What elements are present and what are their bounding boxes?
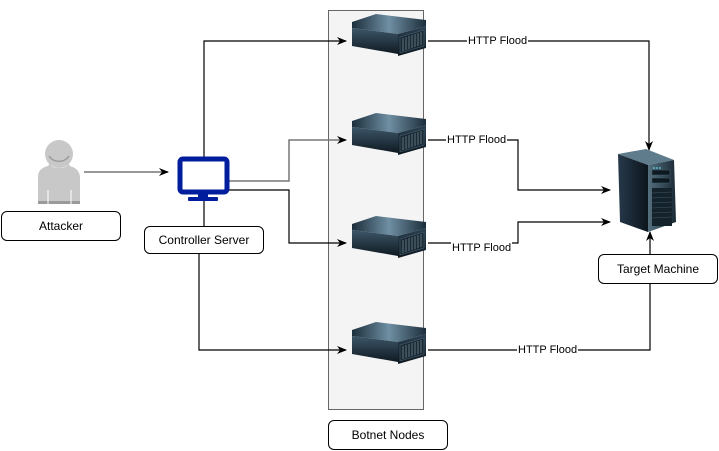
user-icon — [38, 140, 80, 204]
monitor-icon — [177, 156, 230, 201]
edge-bot-2-target — [428, 139, 611, 194]
edge-controller-bot-3 — [229, 189, 347, 247]
bot-4-rack-server-icon — [351, 321, 427, 365]
edge-bot-4-target — [428, 284, 651, 351]
edge-label-http-flood-3: HTTP Flood — [451, 242, 513, 254]
attacker-label: Attacker — [1, 211, 121, 241]
edge-label-http-flood-1: HTTP Flood — [467, 35, 529, 47]
botnet-nodes-label: Botnet Nodes — [328, 420, 448, 450]
edge-controller-bot-1 — [203, 37, 347, 162]
bot-3-rack-server-icon — [351, 215, 427, 259]
controller-server-label: Controller Server — [144, 226, 264, 254]
edge-controller-bot-4 — [198, 253, 347, 354]
bot-1-rack-server-icon — [351, 13, 427, 57]
edge-label-http-flood-4: HTTP Flood — [517, 344, 579, 356]
tower-server-icon — [618, 149, 676, 232]
edge-label-http-flood-2: HTTP Flood — [446, 134, 508, 146]
edge-controller-bot-2 — [229, 136, 347, 182]
bot-2-rack-server-icon — [351, 112, 427, 156]
target-machine-label: Target Machine — [598, 254, 718, 284]
edge-bot-3-target — [428, 218, 611, 244]
